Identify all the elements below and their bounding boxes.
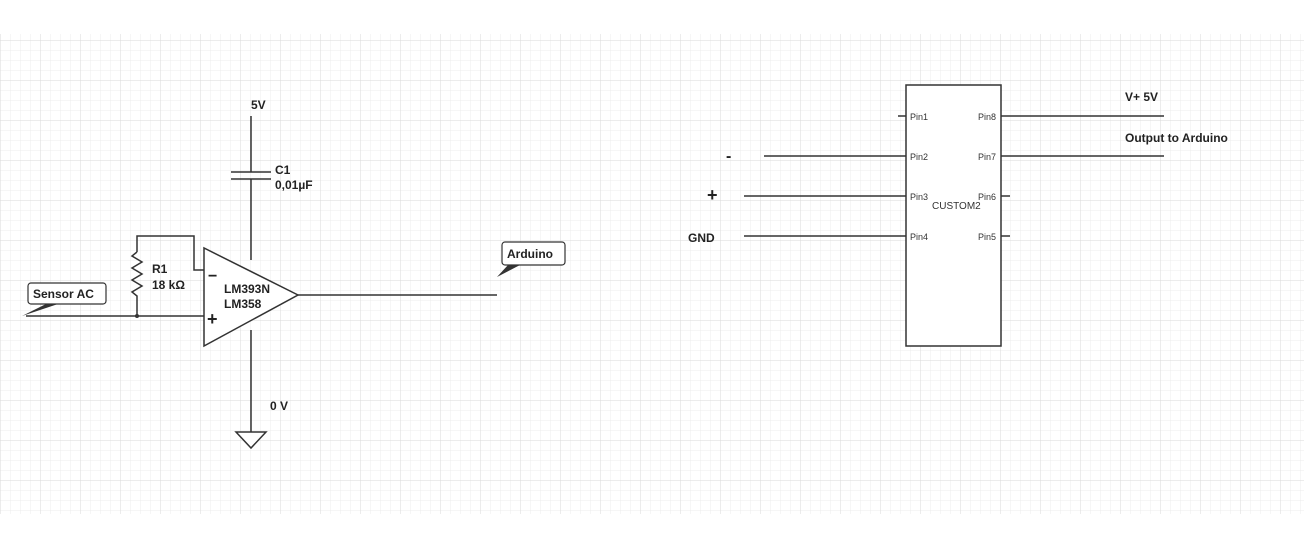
minus-input-label: -: [726, 148, 731, 165]
ground-label: 0 V: [270, 399, 288, 413]
capacitor-name: C1: [275, 163, 291, 177]
junction-dot: [135, 314, 139, 318]
output-arduino-label: Output to Arduino: [1125, 131, 1228, 145]
opamp-plus-symbol: +: [207, 309, 218, 329]
opamp-triangle: [203, 246, 300, 348]
ic-name: CUSTOM2: [932, 201, 981, 212]
grid-background: [0, 34, 1304, 514]
pin7-label: Pin7: [978, 152, 996, 162]
plus-input-label: +: [707, 185, 718, 205]
pin4-label: Pin4: [910, 232, 928, 242]
vplus-label: V+ 5V: [1125, 90, 1158, 104]
sensor-ac-box: [27, 282, 107, 305]
pin1-label: Pin1: [910, 112, 928, 122]
arduino-label: Arduino: [507, 247, 553, 261]
ground-icon: [234, 431, 268, 450]
opamp-part-line1: LM393N: [224, 282, 270, 296]
comparator-circuit: 5V C1 0,01µF − + LM393N LM358 R1 18 kΩ S…: [22, 98, 566, 450]
resistor-name: R1: [152, 262, 168, 276]
supply-label: 5V: [251, 98, 266, 112]
sensor-ac-pointer: [22, 304, 58, 316]
opamp-part-line2: LM358: [224, 297, 262, 311]
ic-body[interactable]: [905, 84, 1002, 347]
capacitor-value: 0,01µF: [275, 178, 313, 192]
arduino-pointer: [497, 265, 520, 277]
pin8-label: Pin8: [978, 112, 996, 122]
gnd-label: GND: [688, 231, 715, 245]
feedback-wire: [136, 235, 204, 271]
arduino-callout[interactable]: Arduino: [497, 241, 566, 277]
arduino-box: [501, 241, 566, 266]
pin6-label: Pin6: [978, 192, 996, 202]
opamp-lm393n[interactable]: [203, 246, 300, 348]
opamp-minus-symbol: −: [208, 268, 217, 285]
pin3-label: Pin3: [910, 192, 928, 202]
pin2-label: Pin2: [910, 152, 928, 162]
pin5-label: Pin5: [978, 232, 996, 242]
custom-ic: CUSTOM2 Pin1 Pin2 Pin3 Pin4 Pin8 Pin7 Pi…: [688, 84, 1228, 347]
sensor-ac-label: Sensor AC: [33, 287, 94, 301]
sensor-ac-callout[interactable]: Sensor AC: [22, 282, 107, 316]
resistor-value: 18 kΩ: [152, 278, 185, 292]
resistor-r1[interactable]: [130, 251, 144, 316]
